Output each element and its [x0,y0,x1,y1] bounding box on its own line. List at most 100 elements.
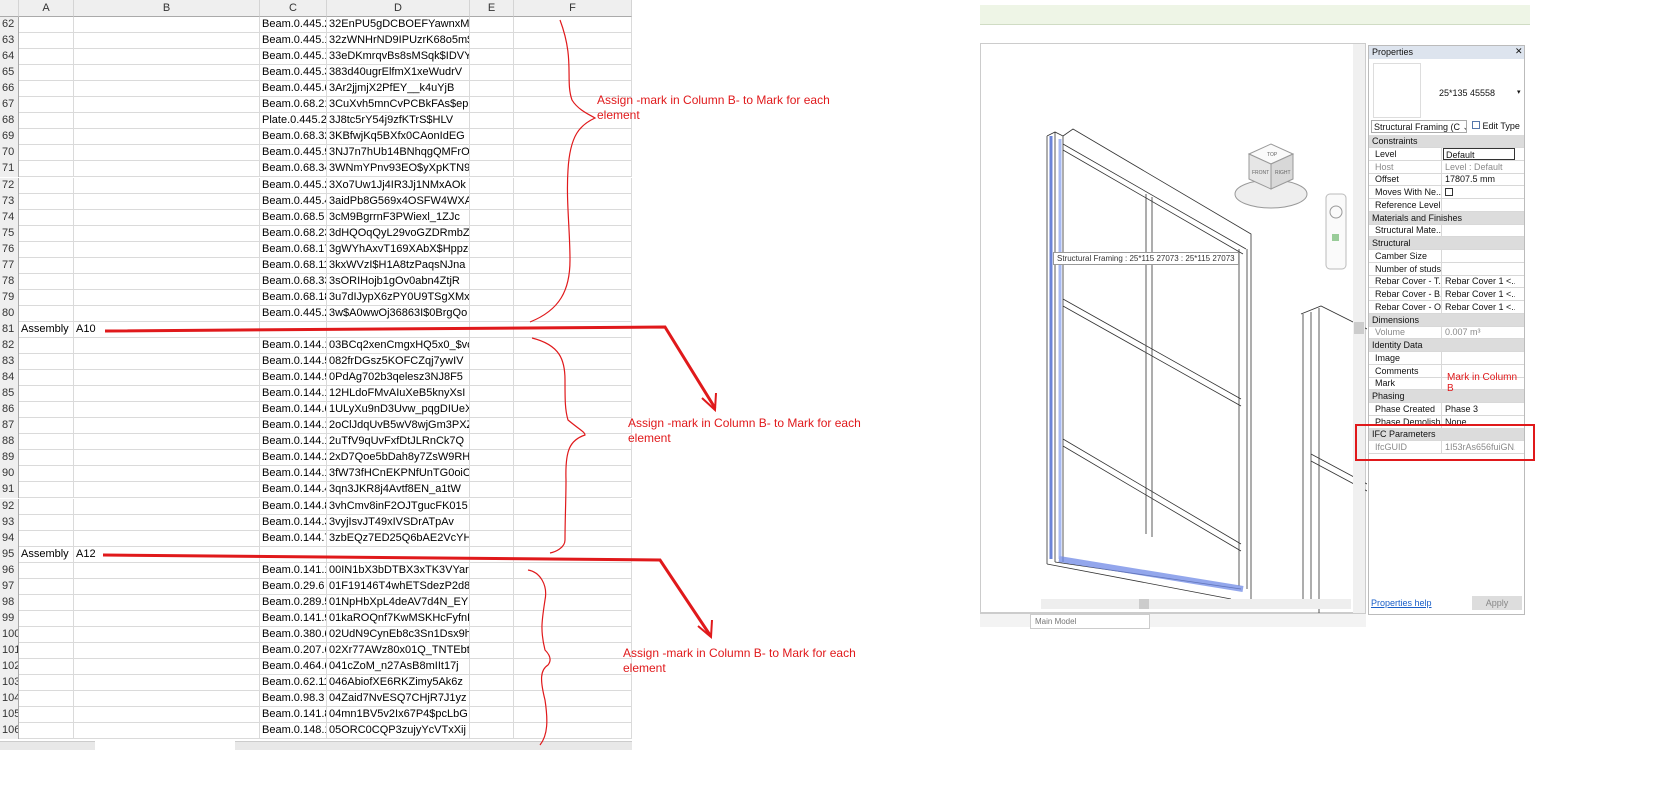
cell[interactable] [327,546,470,563]
cell[interactable] [470,659,514,675]
cell[interactable] [74,33,260,50]
property-group[interactable]: Identity Data [1369,339,1524,352]
cell[interactable] [470,177,514,194]
cell[interactable]: 04mn1BV5v2Ix67P4$pcLbG [327,707,470,724]
cell[interactable] [514,578,632,595]
cell[interactable]: Beam.0.68.33 [260,273,327,290]
cell[interactable] [74,530,260,547]
cell[interactable]: Beam.0.445.11 [260,33,327,50]
cell[interactable] [470,546,514,563]
cell[interactable] [514,225,632,242]
row-number[interactable]: 80 [0,305,19,322]
cell[interactable] [19,129,74,146]
cell[interactable] [514,418,632,435]
cell[interactable] [74,675,260,692]
cell[interactable] [514,530,632,547]
properties-help-link[interactable]: Properties help [1371,598,1432,608]
cell[interactable] [470,33,514,50]
cell[interactable]: Beam.0.148.13 [260,723,327,740]
cell[interactable] [470,578,514,595]
cell[interactable]: Beam.0.144.10 [260,418,327,435]
cell[interactable]: 1ULyXu9nD3Uvw_pqgDIUeX [327,402,470,419]
cell[interactable]: Beam.0.144.1 [260,434,327,451]
cell[interactable] [514,642,632,659]
cell[interactable] [514,498,632,515]
cell[interactable]: 05ORC0CQP3zujyYcVTxXij [327,723,470,740]
cell[interactable] [470,642,514,659]
row-number[interactable]: 77 [0,257,19,274]
cell[interactable]: 3fW73fHCnEKPNfUnTG0oiO [327,466,470,483]
cell[interactable] [74,81,260,98]
cell[interactable]: Beam.0.144.11 [260,338,327,354]
cell[interactable]: Beam.0.445.23 [260,177,327,194]
cell[interactable] [470,161,514,178]
cell[interactable]: 3qn3JKR8j4Avtf8EN_a1tW [327,482,470,499]
cell[interactable] [19,578,74,595]
cell[interactable] [74,707,260,724]
row-number[interactable]: 78 [0,273,19,290]
cell[interactable] [19,610,74,627]
cell[interactable] [514,370,632,387]
cell[interactable] [470,482,514,499]
cell[interactable] [19,530,74,547]
cell[interactable] [74,514,260,531]
row-number[interactable]: 96 [0,562,19,579]
cell[interactable] [470,466,514,483]
cell[interactable]: Beam.0.141.11 [260,562,327,579]
cell[interactable] [514,562,632,579]
cell[interactable]: Beam.0.144.7 [260,530,327,547]
cell[interactable] [514,594,632,611]
column-header-c[interactable]: C [260,0,327,17]
property-value[interactable]: Default [1443,147,1515,160]
cell[interactable] [19,305,74,322]
cell[interactable] [74,562,260,579]
cell[interactable] [514,289,632,306]
cell[interactable] [74,610,260,627]
cell[interactable]: Beam.0.144.3 [260,514,327,531]
cell[interactable] [74,498,260,515]
cell[interactable]: 33eDKmrqvBs8sMSqk$IDVY [327,49,470,66]
property-value[interactable]: Phase 3 [1445,403,1479,414]
cell[interactable] [74,691,260,708]
cell[interactable] [470,81,514,98]
property-group[interactable]: Structural [1369,237,1524,250]
cell[interactable] [514,33,632,50]
cell[interactable]: 3vhCmv8inF2OJTgucFK015 [327,498,470,515]
cell[interactable]: 0PdAg702b3qelesz3NJ8F5 [327,370,470,387]
row-number[interactable]: 68 [0,113,19,130]
cell[interactable]: 3KBfwjKq5BXfx0CAonIdEG [327,129,470,146]
column-header-f[interactable]: F [514,0,632,17]
cell[interactable]: 041cZoM_n27AsB8mIIt17j [327,659,470,675]
cell[interactable]: 03BCq2xenCmgxHQ5x0_$vo [327,338,470,354]
cell[interactable]: 082frDGsz5KOFCZqj7ywIV [327,354,470,371]
cell[interactable]: 3Ar2jjmjX2PfEY__k4uYjB [327,81,470,98]
cell[interactable] [514,610,632,627]
cell[interactable] [514,626,632,643]
cell[interactable] [74,659,260,675]
cell[interactable] [470,193,514,210]
cell[interactable] [514,354,632,371]
cell[interactable]: 3WNmYPnv93EO$yXpKTN9hj [327,161,470,178]
cell[interactable] [470,707,514,724]
cell[interactable] [74,626,260,643]
cell[interactable] [470,450,514,467]
row-number[interactable]: 100 [0,626,19,643]
cell[interactable] [19,177,74,194]
cell[interactable]: Beam.0.445.27 [260,305,327,322]
cell[interactable] [470,338,514,354]
cell[interactable]: 3u7dIJypX6zPY0U9TSgXMx [327,289,470,306]
row-number[interactable]: 62 [0,17,19,33]
row-number[interactable]: 82 [0,338,19,354]
cell[interactable]: Beam.0.68.23 [260,225,327,242]
cell[interactable] [19,386,74,403]
cell[interactable]: 01NpHbXpL4deAV7d4N_EYL [327,594,470,611]
property-value[interactable] [1443,224,1515,236]
row-number[interactable]: 87 [0,418,19,435]
cell[interactable] [19,626,74,643]
cell[interactable] [19,402,74,419]
row-number[interactable]: 85 [0,386,19,403]
row-number[interactable]: 99 [0,610,19,627]
cell[interactable] [514,514,632,531]
cell[interactable] [514,482,632,499]
cell[interactable] [74,354,260,371]
